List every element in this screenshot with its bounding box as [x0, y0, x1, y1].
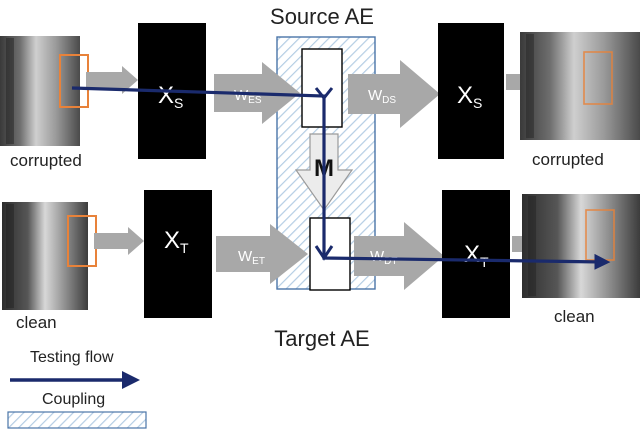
source-latent-box	[301, 48, 343, 128]
clean-output-image	[522, 194, 640, 298]
testing-flow-path	[71, 86, 611, 270]
w-es-label: WES	[234, 87, 262, 106]
legend-coupling-label: Coupling	[42, 391, 105, 408]
corrupted-output-image	[520, 32, 640, 140]
xs-encoder-label: XS	[158, 82, 183, 111]
w-ds-label: WDS	[368, 87, 396, 106]
corrupted-output-label: corrupted	[532, 150, 604, 169]
w-dt-label: WDT	[370, 248, 398, 267]
testing-flow-arrowhead-top	[314, 87, 334, 101]
arrow-w-ds	[348, 60, 440, 128]
arrow-w-et	[216, 224, 308, 284]
target-ae-title: Target AE	[274, 326, 369, 351]
xs-decoder-block	[438, 23, 504, 159]
testing-flow-arrowhead-middle	[314, 245, 334, 261]
arrow-input-to-xt	[94, 227, 144, 255]
target-latent-box	[309, 217, 351, 291]
arrow-input-to-xs	[86, 66, 138, 94]
clean-input-label: clean	[16, 313, 57, 332]
w-et-label: WET	[238, 248, 265, 267]
xt-encoder-label: XT	[164, 227, 189, 256]
corrupted-input-image	[0, 36, 89, 146]
legend-coupling-swatch	[7, 411, 147, 429]
clean-output-label: clean	[554, 307, 595, 326]
xs-decoder-label: XS	[457, 82, 482, 111]
legend-testing-flow-label: Testing flow	[30, 349, 114, 366]
legend-testing-flow-head	[122, 371, 140, 389]
clean-input-image	[2, 202, 97, 310]
xt-decoder-block	[442, 190, 510, 318]
source-ae-title: Source AE	[270, 4, 374, 29]
arrow-w-dt	[354, 222, 444, 290]
xt-encoder-block	[144, 190, 212, 318]
corrupted-input-label: corrupted	[10, 151, 82, 170]
